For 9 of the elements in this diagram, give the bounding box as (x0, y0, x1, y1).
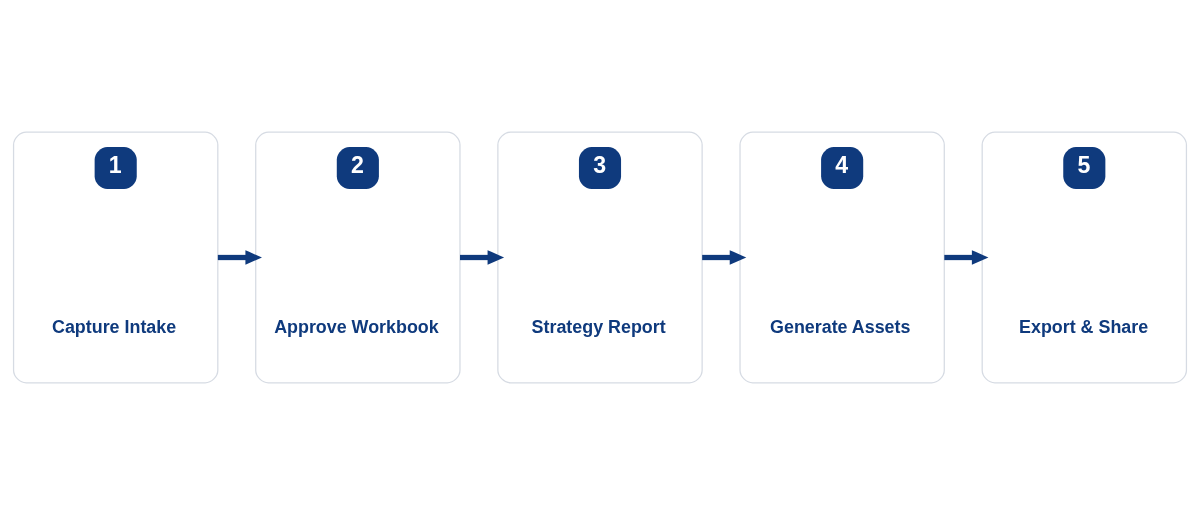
arrow (217, 249, 262, 265)
arrow (702, 249, 747, 265)
node-box: 4 Generate Assets (739, 131, 945, 383)
arrow (944, 249, 989, 265)
arrow (460, 249, 505, 265)
node-box: 3 Strategy Report (497, 131, 703, 383)
node-box: 2 Approve Workbook (255, 131, 461, 383)
node-box: 5 Export & Share (981, 131, 1188, 383)
node-box: 1 Capture Intake (12, 131, 219, 383)
